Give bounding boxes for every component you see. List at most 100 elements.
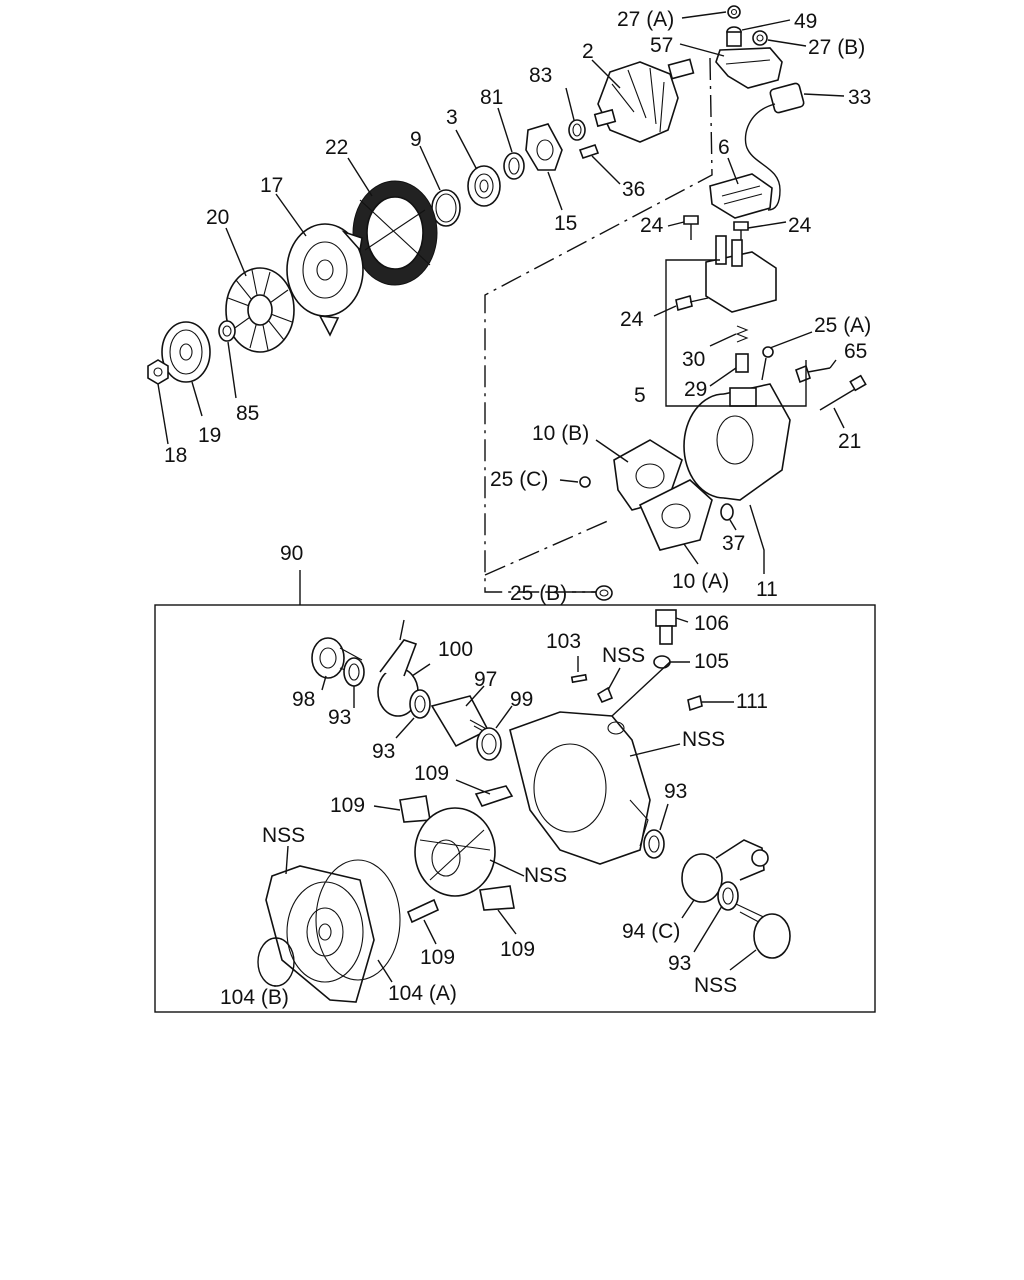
label-33: 33 [848, 86, 871, 109]
label-nss-rotor: NSS [524, 864, 567, 887]
label-nss-housing: NSS [682, 728, 725, 751]
part-93-washer-a [343, 657, 365, 687]
part-99-ring [476, 727, 502, 761]
label-109-b: 109 [330, 794, 365, 817]
part-27a-nut [727, 5, 741, 19]
part-pump-housing [509, 711, 651, 865]
label-85: 85 [236, 402, 259, 425]
part-103-pin [570, 673, 588, 684]
part-81-ring [503, 152, 525, 180]
part-brush-holder [705, 235, 777, 313]
label-25b: 25 (B) [510, 582, 567, 605]
label-104b: 104 (B) [220, 986, 289, 1009]
label-25c: 25 (C) [490, 468, 548, 491]
label-10a: 10 (A) [672, 570, 729, 593]
part-37-spacer [720, 503, 734, 521]
part-33-connector [744, 82, 805, 211]
label-93-d: 93 [668, 952, 691, 975]
label-100: 100 [438, 638, 473, 661]
label-37: 37 [722, 532, 745, 555]
part-109-vane-c [406, 898, 440, 924]
part-22-stator [352, 180, 438, 286]
label-30: 30 [682, 348, 705, 371]
part-83-ring [568, 119, 586, 141]
part-24-screw-lower [675, 294, 709, 312]
label-109-c: 109 [420, 946, 455, 969]
label-29: 29 [684, 378, 707, 401]
part-21-bolt [819, 374, 867, 411]
part-29-brush [735, 353, 749, 373]
label-11: 11 [756, 578, 778, 601]
label-17: 17 [260, 174, 283, 197]
label-10b: 10 (B) [532, 422, 589, 445]
part-3-bearing [467, 165, 501, 207]
part-93-washer-b [409, 689, 431, 719]
part-20-fan [225, 267, 295, 353]
label-97: 97 [474, 668, 497, 691]
part-9-ring [431, 189, 461, 227]
label-49: 49 [794, 10, 817, 33]
label-103: 103 [546, 630, 581, 653]
part-24-screw-upper-left [683, 215, 699, 240]
leader-lines [157, 11, 845, 987]
label-27a: 27 (A) [617, 8, 674, 31]
part-15-plate [525, 123, 563, 171]
assembly-boundary-line [484, 57, 713, 593]
part-10a-rectifier [638, 479, 713, 551]
part-85-spacer [218, 320, 236, 342]
label-104a: 104 (A) [388, 982, 457, 1005]
label-22: 22 [325, 136, 348, 159]
label-15: 15 [554, 212, 577, 235]
label-111: 111 [736, 690, 768, 713]
label-99: 99 [510, 688, 533, 711]
part-25a-terminal [761, 346, 774, 381]
part-6-regulator [709, 173, 773, 219]
label-nss-top: NSS [602, 644, 645, 667]
label-nss-cover: NSS [262, 824, 305, 847]
part-36-screw [578, 143, 600, 160]
label-109-a: 109 [414, 762, 449, 785]
part-57-cover [715, 47, 783, 89]
part-100-union [377, 619, 419, 717]
label-6: 6 [718, 136, 730, 159]
label-2: 2 [582, 40, 594, 63]
label-5: 5 [634, 384, 646, 407]
part-nss-plug-bottom [735, 903, 791, 959]
label-9: 9 [410, 128, 422, 151]
label-93-c: 93 [664, 780, 687, 803]
part-94c-union [681, 839, 769, 903]
part-104a-oring [315, 859, 401, 981]
label-109-d: 109 [500, 938, 535, 961]
label-21: 21 [838, 430, 861, 453]
part-nss-screw-top [596, 686, 614, 704]
label-24-upper-right: 24 [788, 214, 812, 237]
label-81: 81 [480, 86, 503, 109]
part-25b-nut [595, 585, 613, 601]
part-25c-nut [579, 476, 591, 488]
assembly-boundary-line-lower [484, 519, 611, 576]
part-111-screw [687, 694, 703, 712]
part-rotor-nss [414, 807, 496, 897]
label-94c: 94 (C) [622, 920, 680, 943]
part-nss-end-cover [265, 865, 375, 1003]
part-30-spring [735, 325, 749, 343]
label-19: 19 [198, 424, 221, 447]
part-109-vane-d [479, 885, 515, 911]
label-3: 3 [446, 106, 458, 129]
part-24-screw-upper-right [733, 221, 749, 245]
label-25a: 25 (A) [814, 314, 871, 337]
label-98: 98 [292, 688, 315, 711]
label-27b: 27 (B) [808, 36, 865, 59]
part-98-plug [311, 637, 363, 679]
part-49-washer [726, 26, 742, 47]
part-11-rear-housing [683, 383, 791, 501]
label-90: 90 [280, 542, 303, 565]
label-36: 36 [622, 178, 645, 201]
part-109-vane-a [474, 785, 514, 807]
label-20: 20 [206, 206, 229, 229]
part-109-vane-b [399, 795, 431, 823]
label-24-upper-left: 24 [640, 214, 664, 237]
label-65: 65 [844, 340, 867, 363]
label-93-a: 93 [328, 706, 351, 729]
part-105-washer [653, 655, 671, 669]
